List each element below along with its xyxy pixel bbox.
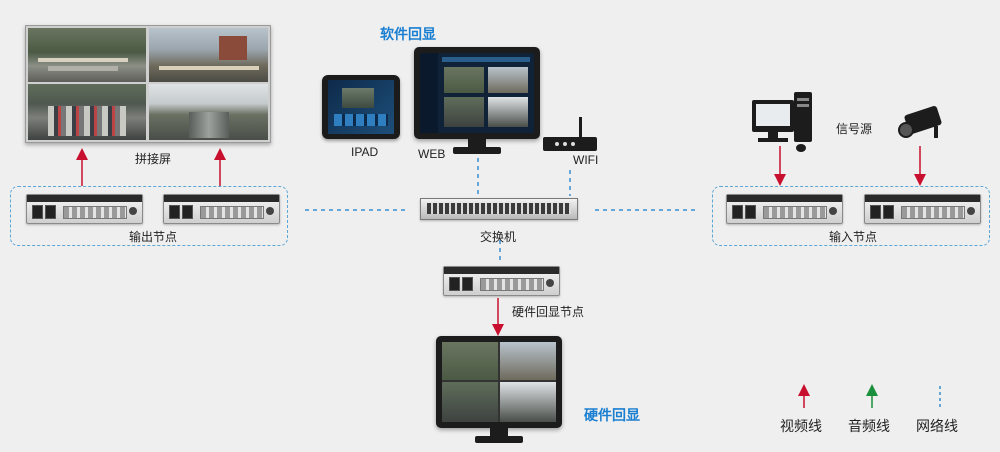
ipad-label: IPAD (351, 145, 379, 159)
output-node-1 (26, 194, 143, 224)
wall-panel-1 (28, 28, 146, 82)
signal-source-label: 信号源 (836, 122, 873, 136)
router-icon (543, 117, 597, 153)
echo-monitor-icon (436, 336, 562, 428)
input-node-2 (864, 194, 981, 224)
video-wall-icon (25, 25, 271, 143)
video-wall-label: 拼接屏 (135, 152, 172, 166)
output-node-group (10, 186, 288, 246)
hardware-echo-title: 硬件回显 (584, 407, 640, 423)
monitor-stand (468, 139, 486, 147)
web-label: WEB (418, 147, 446, 161)
wall-panel-3 (28, 84, 146, 140)
network-switch-icon (420, 198, 578, 220)
switch-label: 交换机 (480, 230, 517, 244)
input-node-label: 输入节点 (829, 230, 878, 244)
monitor-icon (414, 47, 540, 139)
software-echo-title: 软件回显 (380, 26, 436, 42)
legend-audio-label: 音频线 (848, 418, 890, 434)
legend-video-label: 视频线 (780, 418, 822, 434)
input-node-group (712, 186, 990, 246)
wifi-label: WIFI (573, 153, 599, 167)
output-node-label: 输出节点 (129, 230, 178, 244)
hardware-echo-node (443, 266, 560, 296)
wall-panel-2 (149, 28, 268, 82)
echo-monitor-base (475, 436, 523, 443)
wall-panel-4 (149, 84, 268, 140)
hardware-echo-node-label: 硬件回显节点 (512, 305, 585, 319)
cctv-camera-icon (896, 105, 948, 140)
legend-network-label: 网络线 (916, 418, 958, 434)
tablet-icon (322, 75, 400, 139)
echo-monitor-stand (490, 428, 508, 436)
desktop-computer-icon (752, 92, 822, 152)
input-node-1 (726, 194, 843, 224)
monitor-base (453, 147, 501, 154)
output-node-2 (163, 194, 280, 224)
